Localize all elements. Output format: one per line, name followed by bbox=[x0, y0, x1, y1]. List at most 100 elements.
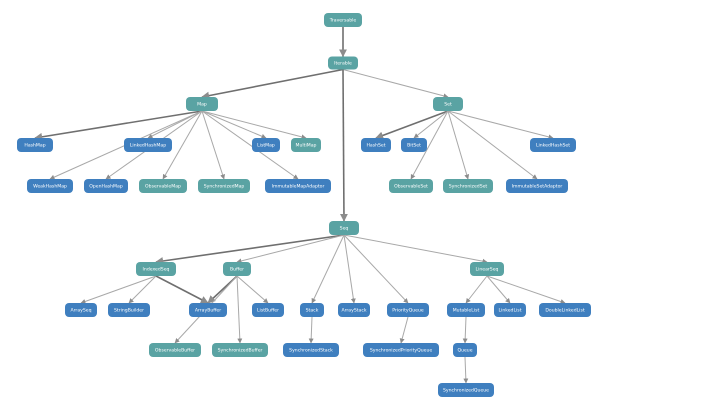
node-box-immutablesetadaptor bbox=[506, 179, 568, 193]
node-box-queue bbox=[453, 343, 477, 357]
node-box-traversable bbox=[324, 13, 362, 27]
node-box-listbuffer bbox=[252, 303, 284, 317]
node-box-synchronizedbuffer bbox=[212, 343, 268, 357]
edge-set-immutablesetadaptor bbox=[447, 110, 538, 180]
node-box-arraystack bbox=[338, 303, 370, 317]
node-synchronizedmap: SynchronizedMap bbox=[198, 179, 250, 193]
node-label-immutablesetadaptor: ImmutableSetAdaptor bbox=[512, 184, 563, 190]
node-box-synchronizedmap bbox=[198, 179, 250, 193]
node-indexedseq: IndexedSeq bbox=[136, 262, 176, 276]
edge-set-hashset bbox=[375, 110, 449, 140]
node-label-indexedseq: IndexedSeq bbox=[143, 267, 170, 273]
edge-iterable-seq bbox=[339, 69, 348, 222]
node-box-arrayseq bbox=[65, 303, 97, 317]
edge-priorityqueue-synchronizedpriorityqueue bbox=[399, 316, 409, 344]
node-label-set: Set bbox=[444, 102, 452, 108]
node-box-hashset bbox=[361, 138, 391, 152]
node-box-observablemap bbox=[139, 179, 187, 193]
node-listbuffer: ListBuffer bbox=[252, 303, 284, 317]
node-linkedhashmap: LinkedHashMap bbox=[124, 138, 172, 152]
edge-linearseq-mutablelist bbox=[465, 275, 488, 304]
node-label-linkedlist: LinkedList bbox=[498, 308, 521, 314]
node-label-synchronizedstack: SynchronizedStack bbox=[289, 348, 333, 354]
edge-seq-linearseq bbox=[343, 234, 488, 264]
node-label-multimap: MultiMap bbox=[296, 143, 317, 149]
node-label-traversable: Traversable bbox=[329, 18, 357, 24]
node-box-openhashmap bbox=[84, 179, 128, 193]
node-box-multimap bbox=[291, 138, 321, 152]
node-box-linkedlist bbox=[494, 303, 526, 317]
edge-mutablelist-queue bbox=[462, 316, 468, 344]
edge-stack-synchronizedstack bbox=[308, 316, 314, 344]
node-label-map: Map bbox=[197, 102, 207, 108]
node-label-linkedhashmap: LinkedHashMap bbox=[130, 143, 166, 149]
node-immutablesetadaptor: ImmutableSetAdaptor bbox=[506, 179, 568, 193]
node-stringbuilder: StringBuilder bbox=[108, 303, 150, 317]
node-label-weakhashmap: WeakHashMap bbox=[33, 184, 67, 190]
edge-set-observableset bbox=[410, 110, 449, 180]
node-label-hashset: HashSet bbox=[366, 143, 385, 149]
node-synchronizedset: SynchronizedSet bbox=[443, 179, 493, 193]
node-label-queue: Queue bbox=[457, 348, 472, 354]
edge-indexedseq-stringbuilder bbox=[128, 275, 157, 304]
node-box-listmap bbox=[252, 138, 280, 152]
node-map: Map bbox=[186, 97, 218, 111]
node-seq: Seq bbox=[329, 221, 359, 235]
node-label-doublelinkedlist: DoubleLinkedList bbox=[545, 308, 584, 314]
node-label-synchronizedpriorityqueue: SynchronizedPriorityQueue bbox=[370, 348, 433, 354]
node-label-observablebuffer: ObservableBuffer bbox=[155, 348, 195, 354]
node-label-arrayseq: ArraySeq bbox=[70, 308, 91, 314]
edge-map-multimap bbox=[201, 110, 307, 140]
node-hashmap: HashMap bbox=[17, 138, 53, 152]
edge-indexedseq-arraybuffer bbox=[155, 275, 209, 304]
edge-seq-arraystack bbox=[343, 234, 356, 304]
node-label-listbuffer: ListBuffer bbox=[257, 308, 279, 314]
node-immutablemapadaptor: ImmutableMapAdaptor bbox=[265, 179, 331, 193]
node-priorityqueue: PriorityQueue bbox=[387, 303, 429, 317]
node-arraybuffer: ArrayBuffer bbox=[189, 303, 227, 317]
edges-layer bbox=[34, 27, 566, 384]
node-label-stringbuilder: StringBuilder bbox=[114, 308, 144, 314]
node-box-seq bbox=[329, 221, 359, 235]
edge-set-bitset bbox=[413, 110, 449, 139]
node-box-doublelinkedlist bbox=[539, 303, 591, 317]
edge-linearseq-doublelinkedlist bbox=[486, 275, 566, 304]
node-synchronizedpriorityqueue: SynchronizedPriorityQueue bbox=[363, 343, 439, 357]
node-label-arraystack: ArrayStack bbox=[341, 308, 366, 314]
node-linkedhashset: LinkedHashSet bbox=[530, 138, 576, 152]
node-box-synchronizedset bbox=[443, 179, 493, 193]
node-stack: Stack bbox=[300, 303, 324, 317]
node-box-stringbuilder bbox=[108, 303, 150, 317]
edge-indexedseq-arrayseq bbox=[80, 275, 157, 304]
node-label-listmap: ListMap bbox=[257, 143, 275, 149]
node-bitset: BitSet bbox=[401, 138, 427, 152]
edge-seq-stack bbox=[311, 234, 345, 304]
edge-map-observablemap bbox=[162, 110, 203, 180]
node-box-bitset bbox=[401, 138, 427, 152]
node-label-mutablelist: MutableList bbox=[453, 308, 480, 314]
node-hashset: HashSet bbox=[361, 138, 391, 152]
node-synchronizedstack: SynchronizedStack bbox=[283, 343, 339, 357]
node-box-synchronizedpriorityqueue bbox=[363, 343, 439, 357]
edge-map-synchronizedmap bbox=[201, 110, 225, 180]
node-label-bitset: BitSet bbox=[407, 143, 421, 149]
edge-map-immutablemapadaptor bbox=[201, 110, 299, 180]
node-label-observableset: ObservableSet bbox=[394, 184, 428, 190]
node-box-mutablelist bbox=[447, 303, 485, 317]
node-label-seq: Seq bbox=[340, 226, 349, 232]
node-listmap: ListMap bbox=[252, 138, 280, 152]
node-box-synchronizedqueue bbox=[438, 383, 494, 397]
node-box-set bbox=[433, 97, 463, 111]
node-label-immutablemapadaptor: ImmutableMapAdaptor bbox=[272, 184, 325, 190]
node-box-weakhashmap bbox=[27, 179, 73, 193]
node-synchronizedbuffer: SynchronizedBuffer bbox=[212, 343, 268, 357]
node-label-observablemap: ObservableMap bbox=[145, 184, 181, 190]
node-label-priorityqueue: PriorityQueue bbox=[392, 308, 424, 314]
node-mutablelist: MutableList bbox=[447, 303, 485, 317]
node-box-map bbox=[186, 97, 218, 111]
edge-buffer-listbuffer bbox=[236, 275, 269, 304]
node-label-stack: Stack bbox=[306, 308, 319, 314]
node-label-synchronizedbuffer: SynchronizedBuffer bbox=[218, 348, 263, 354]
